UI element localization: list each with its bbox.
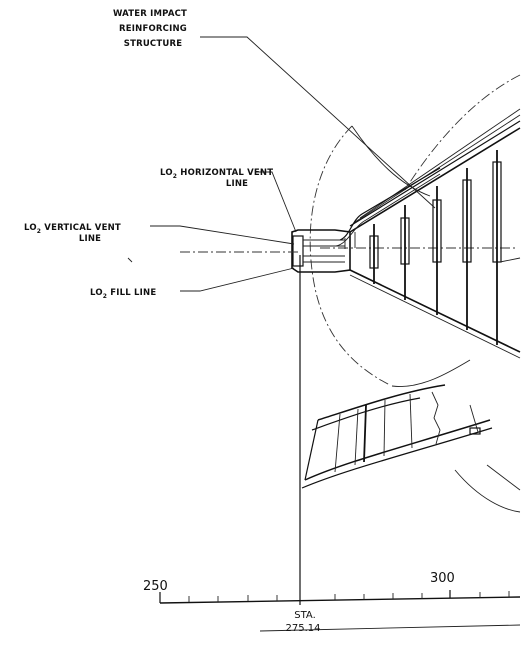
detail-section-view	[301, 384, 493, 489]
small-mark	[127, 257, 133, 263]
leader-lines	[150, 36, 521, 491]
water-impact-line1: WATER IMPACT	[113, 9, 187, 19]
horizontal-vent-line1: LO2 HORIZONTAL VENT	[160, 168, 273, 180]
station-scale: 250 300 STA. 275.14	[143, 255, 521, 634]
water-impact-line2: REINFORCING	[119, 24, 187, 34]
reinforcing-stiffeners	[369, 150, 502, 345]
label-lo2-horizontal-vent: LO2 HORIZONTAL VENT LINE	[160, 168, 273, 189]
label-lo2-fill-line: LO2 FILL LINE	[90, 288, 156, 300]
horizontal-vent-line2: LINE	[226, 179, 248, 189]
bulkhead-outline	[309, 74, 521, 513]
station-label: STA.	[294, 610, 316, 621]
scale-tick-300: 300	[430, 571, 455, 586]
fill-line-label: LO2 FILL LINE	[90, 288, 156, 300]
underline	[259, 624, 521, 632]
vertical-vent-line1: LO2 VERTICAL VENT	[24, 223, 121, 235]
nose-fitting	[291, 167, 441, 273]
scale-baseline	[159, 596, 521, 604]
scale-tick-250: 250	[143, 579, 168, 594]
label-water-impact: WATER IMPACT REINFORCING STRUCTURE	[113, 9, 187, 49]
vertical-vent-line2: LINE	[79, 234, 101, 244]
station-value: 275.14	[286, 623, 321, 634]
water-impact-line3: STRUCTURE	[124, 39, 182, 49]
label-lo2-vertical-vent: LO2 VERTICAL VENT LINE	[24, 223, 121, 244]
lox-tank-cone	[349, 108, 521, 359]
